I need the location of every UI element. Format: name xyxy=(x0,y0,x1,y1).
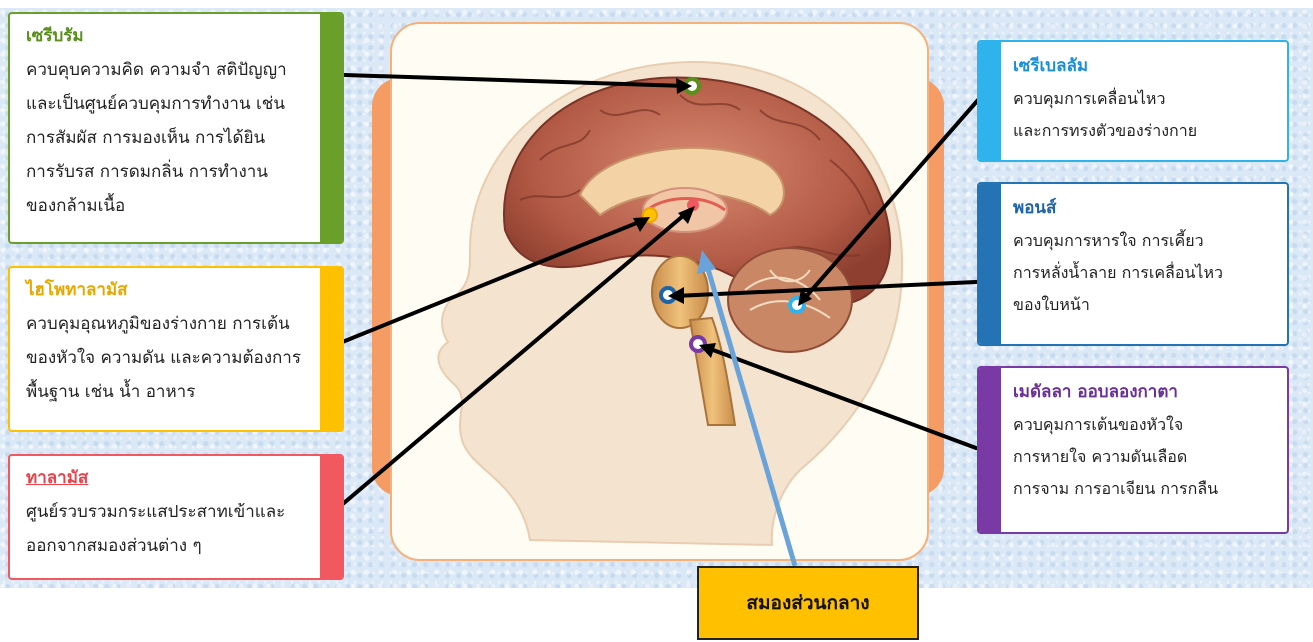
medulla-accent-bar xyxy=(979,368,1001,532)
hypothalamus-description: ควบคุมอุณหภูมิของร่างกาย การเต้น ของหัวใ… xyxy=(26,307,330,409)
cerebrum-card: เซรีบรัม ควบคุบความคิด ความจำ สติปัญญา แ… xyxy=(8,12,344,244)
midbrain-label: สมองส่วนกลาง xyxy=(746,588,869,618)
thalamus-title: ทาลามัส xyxy=(26,464,330,491)
cerebrum-description: ควบคุบความคิด ความจำ สติปัญญา และเป็นศูน… xyxy=(26,53,330,223)
medulla-card: เมดัลลา ออบลองกาตา ควบคุมการเต้นของหัวใจ… xyxy=(977,366,1289,534)
cerebrum-title: เซรีบรัม xyxy=(26,22,330,49)
cerebellum-title: เซรีเบลลัม xyxy=(1013,52,1275,79)
hypothalamus-card: ไฮโพทาลามัส ควบคุมอุณหภูมิของร่างกาย การ… xyxy=(8,266,344,432)
pons-accent-bar xyxy=(979,184,1001,344)
hypothalamus-title: ไฮโพทาลามัส xyxy=(26,276,330,303)
medulla-title: เมดัลลา ออบลองกาตา xyxy=(1013,378,1275,405)
medulla-description: ควบคุมการเต้นของหัวใจ การหายใจ ความดันเล… xyxy=(1013,409,1275,505)
pons-card: พอนส์ ควบคุมการหารใจ การเคี้ยว การหลั่งน… xyxy=(977,182,1289,346)
cerebellum-card: เซรีเบลลัม ควบคุมการเคลื่อนไหว และการทรง… xyxy=(977,40,1289,162)
pons-description: ควบคุมการหารใจ การเคี้ยว การหลั่งน้ำลาย … xyxy=(1013,225,1275,321)
midbrain-callout: สมองส่วนกลาง xyxy=(697,566,919,640)
pons-title: พอนส์ xyxy=(1013,194,1275,221)
thalamus-card: ทาลามัส ศูนย์รวบรวมกระแสประสาทเข้าและ ออ… xyxy=(8,454,344,580)
cerebrum-accent-bar xyxy=(320,14,342,242)
thalamus-accent-bar xyxy=(320,456,342,578)
cerebellum-accent-bar xyxy=(979,42,1001,160)
hypothalamus-accent-bar xyxy=(320,268,342,430)
thalamus-description: ศูนย์รวบรวมกระแสประสาทเข้าและ ออกจากสมอง… xyxy=(26,495,330,563)
cerebellum-description: ควบคุมการเคลื่อนไหว และการทรงตัวของร่างก… xyxy=(1013,83,1275,147)
